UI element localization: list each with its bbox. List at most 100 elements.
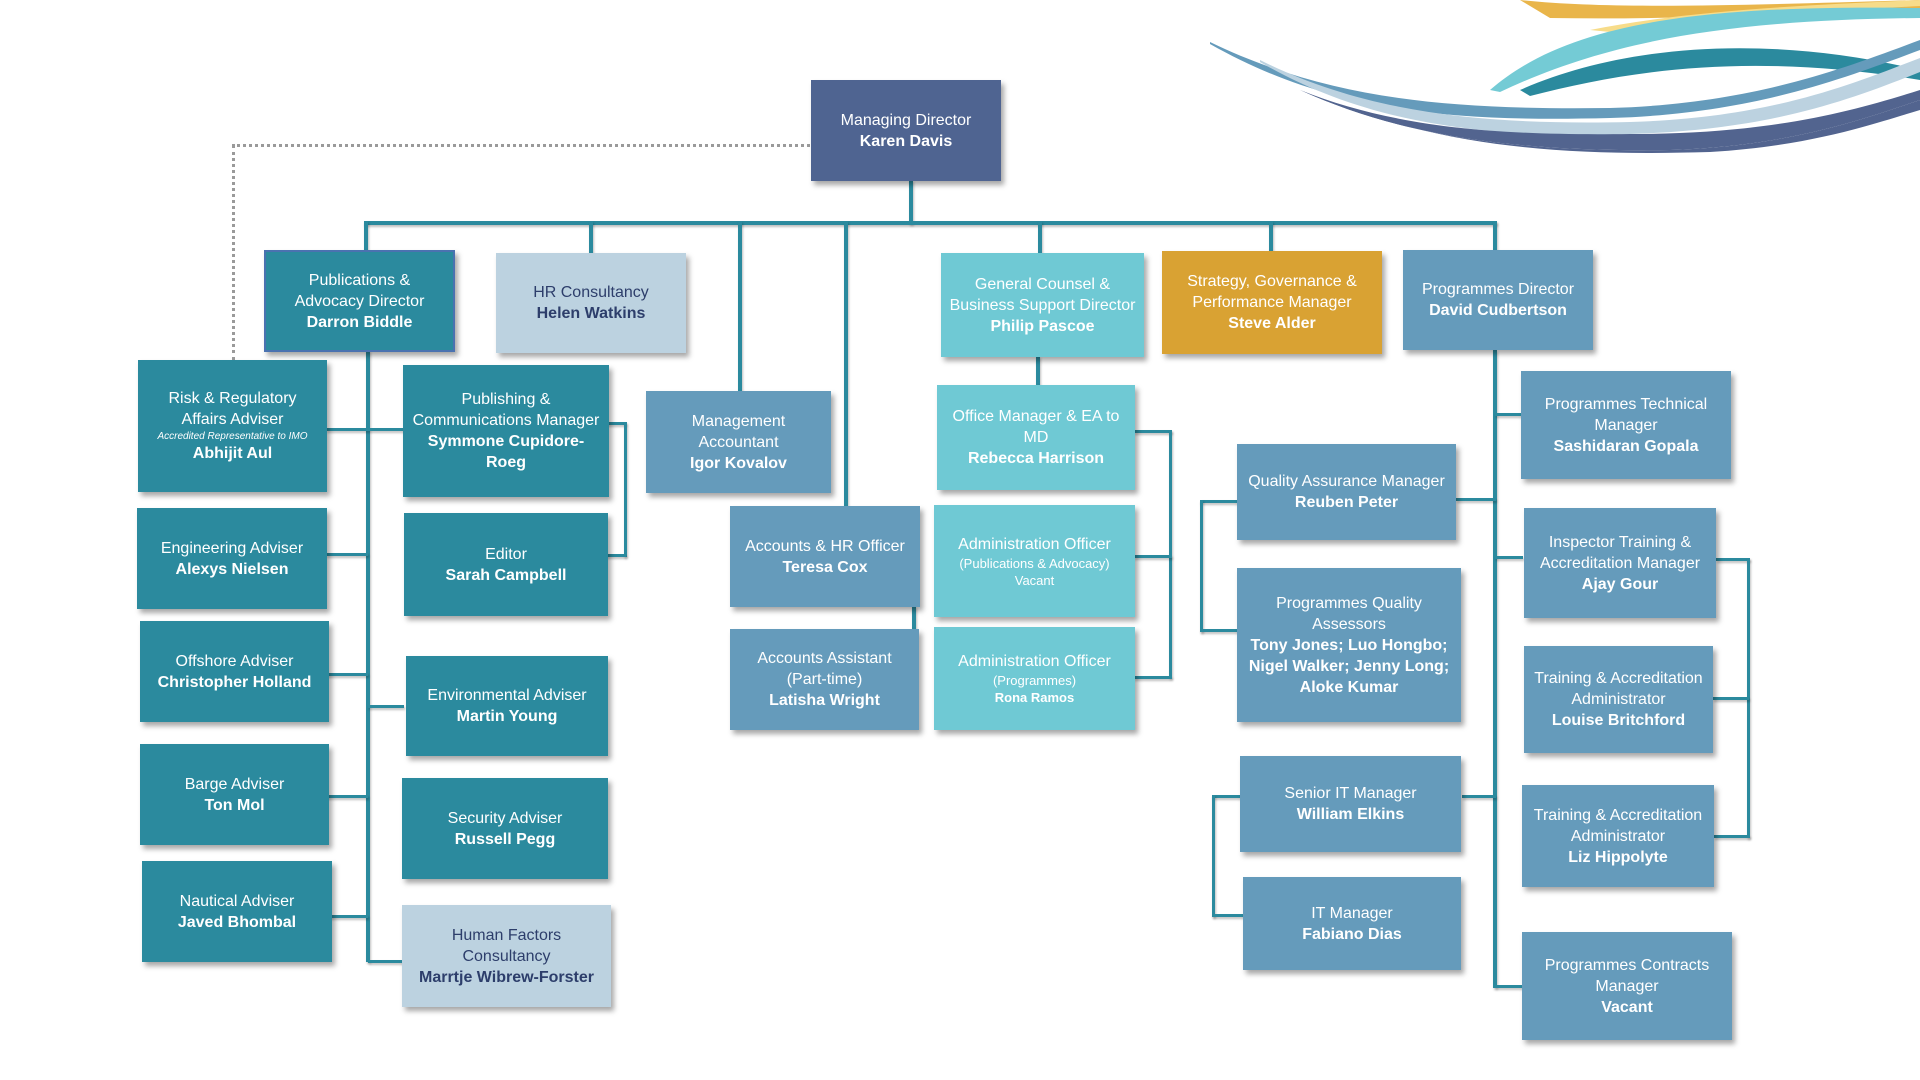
role-title: Training & Accreditation Administrator (1534, 670, 1703, 708)
role-subtitle: (Publications & Advocacy) (959, 555, 1110, 571)
org-box-office-manager[interactable]: Office Manager & EA to MD Rebecca Harris… (937, 385, 1135, 490)
person-name: Teresa Cox (782, 558, 868, 576)
connector-line (1038, 221, 1042, 253)
person-name: Helen Watkins (536, 305, 646, 322)
role-title: Offshore Adviser (175, 652, 294, 670)
connector-line (1495, 556, 1523, 559)
role-title: Publications & Advocacy Director (294, 271, 425, 310)
person-name: Abhijit Aul (192, 445, 273, 462)
org-box-engineering-adviser[interactable]: Engineering Adviser Alexys Nielsen (137, 508, 327, 609)
org-box-publishing-manager[interactable]: Publishing & Communications Manager Symm… (403, 365, 609, 497)
role-title: Accounts & HR Officer (745, 537, 905, 555)
wave-swoosh-logo-icon (1210, 0, 1920, 153)
org-box-offshore-adviser[interactable]: Offshore Adviser Christopher Holland (140, 621, 329, 722)
connector-line (589, 221, 593, 253)
connector-line (1212, 914, 1246, 917)
org-box-senior-it-manager[interactable]: Senior IT Manager William Elkins (1240, 756, 1461, 852)
connector-line (1036, 356, 1040, 386)
person-name: Alexys Nielsen (175, 560, 289, 578)
org-box-training-admin-2[interactable]: Training & Accreditation Administrator L… (1522, 785, 1714, 887)
person-names: Tony Jones; Luo Hongbo; Nigel Walker; Je… (1248, 636, 1450, 696)
person-name: David Cudbertson (1429, 302, 1567, 319)
org-box-training-admin-1[interactable]: Training & Accreditation Administrator L… (1524, 646, 1713, 753)
person-name: Darron Biddle (306, 313, 413, 331)
connector-line (1200, 500, 1203, 632)
connector-line (844, 221, 848, 507)
person-name: William Elkins (1296, 806, 1405, 823)
org-box-security-adviser[interactable]: Security Adviser Russell Pegg (402, 778, 608, 879)
role-title: Programmes Technical Manager (1544, 395, 1708, 434)
org-box-human-factors[interactable]: Human Factors Consultancy Marrtje Wibrew… (402, 905, 611, 1007)
org-box-programmes-contracts-manager[interactable]: Programmes Contracts Manager Vacant (1522, 932, 1732, 1040)
connector-line (624, 422, 627, 557)
connector-line (912, 606, 916, 630)
role-title: Editor (485, 545, 527, 563)
org-box-accounts-hr-officer[interactable]: Accounts & HR Officer Teresa Cox (730, 506, 920, 607)
connector-line (1456, 498, 1496, 501)
connector-line (368, 960, 404, 963)
org-box-barge-adviser[interactable]: Barge Adviser Ton Mol (140, 744, 329, 845)
connector-line (326, 553, 368, 556)
connector-line (364, 221, 368, 251)
connector-line (1169, 430, 1172, 678)
person-name: Rebecca Harrison (967, 450, 1105, 467)
org-box-general-counsel[interactable]: General Counsel & Business Support Direc… (941, 253, 1144, 357)
connector-line (1713, 697, 1749, 700)
connector-line (368, 705, 404, 708)
connector-line (326, 795, 368, 798)
connector-line (1200, 500, 1238, 503)
connector-line (1269, 221, 1273, 253)
person-name: Martin Young (456, 708, 558, 725)
org-box-management-accountant[interactable]: Management Accountant Igor Kovalov (646, 391, 831, 493)
org-box-nautical-adviser[interactable]: Nautical Adviser Javed Bhombal (142, 861, 332, 962)
org-box-admin-officer-programmes[interactable]: Administration Officer (Programmes) Rona… (934, 627, 1135, 730)
person-name: Ajay Gour (1581, 575, 1659, 593)
connector-line (1212, 795, 1215, 917)
person-name: Sashidaran Gopala (1553, 437, 1699, 455)
org-box-programmes-director[interactable]: Programmes Director David Cudbertson (1403, 250, 1593, 350)
role-title: Risk & Regulatory Affairs Adviser (168, 390, 297, 428)
role-title: Management Accountant (691, 412, 786, 451)
connector-line (326, 428, 406, 431)
org-box-it-manager[interactable]: IT Manager Fabiano Dias (1243, 877, 1461, 970)
org-box-inspector-training-manager[interactable]: Inspector Training & Accreditation Manag… (1524, 508, 1716, 618)
role-title: Environmental Adviser (427, 687, 587, 704)
connector-line (738, 221, 742, 393)
connector-line (1716, 558, 1750, 561)
org-box-qa-manager[interactable]: Quality Assurance Manager Reuben Peter (1237, 444, 1456, 540)
dotted-connector (232, 145, 235, 360)
connector-line (366, 350, 370, 962)
person-name: Vacant (1601, 998, 1653, 1016)
org-box-programmes-quality-assessors[interactable]: Programmes Quality Assessors Tony Jones;… (1237, 568, 1461, 722)
role-title: Inspector Training & Accreditation Manag… (1539, 533, 1701, 572)
connector-line (1493, 350, 1497, 988)
role-note: Accredited Representative to IMO (157, 431, 308, 442)
role-title: HR Consultancy (533, 284, 649, 301)
connector-line (1134, 430, 1172, 433)
org-box-admin-officer-publications[interactable]: Administration Officer (Publications & A… (934, 505, 1135, 617)
role-title: Security Adviser (447, 809, 563, 827)
org-box-publications-director[interactable]: Publications & Advocacy Director Darron … (264, 250, 455, 352)
role-title: Training & Accreditation Administrator (1533, 806, 1703, 845)
connector-line (1495, 985, 1523, 988)
role-title: Administration Officer (958, 653, 1111, 670)
person-name: Rona Ramos (994, 690, 1075, 705)
person-name: Steve Alder (1228, 315, 1316, 332)
org-box-hr-consultancy[interactable]: HR Consultancy Helen Watkins (496, 253, 686, 353)
person-name: Christopher Holland (157, 673, 312, 691)
org-box-editor[interactable]: Editor Sarah Campbell (404, 513, 608, 616)
org-box-risk-adviser[interactable]: Risk & Regulatory Affairs Adviser Accred… (138, 360, 327, 492)
role-title: Nautical Adviser (179, 892, 295, 910)
org-box-programmes-technical-manager[interactable]: Programmes Technical Manager Sashidaran … (1521, 371, 1731, 479)
role-title: Managing Director (840, 111, 972, 129)
org-box-environmental-adviser[interactable]: Environmental Adviser Martin Young (406, 656, 608, 756)
role-title: General Counsel & Business Support Direc… (949, 275, 1136, 314)
org-box-managing-director[interactable]: Managing Director Karen Davis (811, 80, 1001, 181)
role-title: Programmes Contracts Manager (1544, 956, 1710, 995)
person-name: Reuben Peter (1294, 494, 1399, 511)
org-box-accounts-assistant[interactable]: Accounts Assistant (Part-time) Latisha W… (730, 629, 919, 730)
org-box-strategy-manager[interactable]: Strategy, Governance & Performance Manag… (1162, 251, 1382, 354)
connector-line (1493, 221, 1497, 251)
role-title: Quality Assurance Manager (1248, 473, 1445, 490)
connector-line (1212, 795, 1242, 798)
